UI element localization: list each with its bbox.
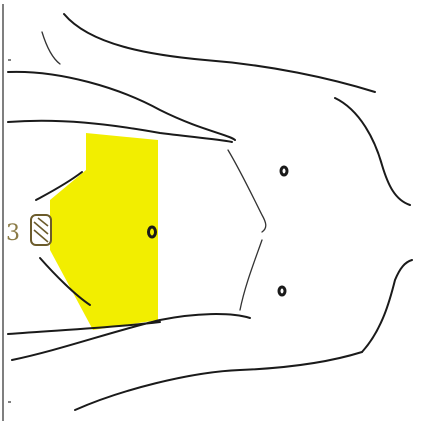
lower-right-shoulder-outline [362,260,412,352]
upper-hand-outline [42,32,60,64]
sternum-line-upper [228,150,266,232]
sternum-line-lower [240,240,262,310]
lower-torso-edge [8,322,160,334]
lower-nipple-mark [279,287,285,295]
upper-nipple-mark [281,167,287,175]
upper-arm-inner-outline [8,72,235,140]
highlighted-region [50,133,158,330]
head-marker [31,215,51,245]
side-label: 3 [6,221,20,246]
right-shoulder-outline [335,98,410,205]
lower-arm-outline [75,352,362,410]
upper-arm-outline [64,14,375,92]
